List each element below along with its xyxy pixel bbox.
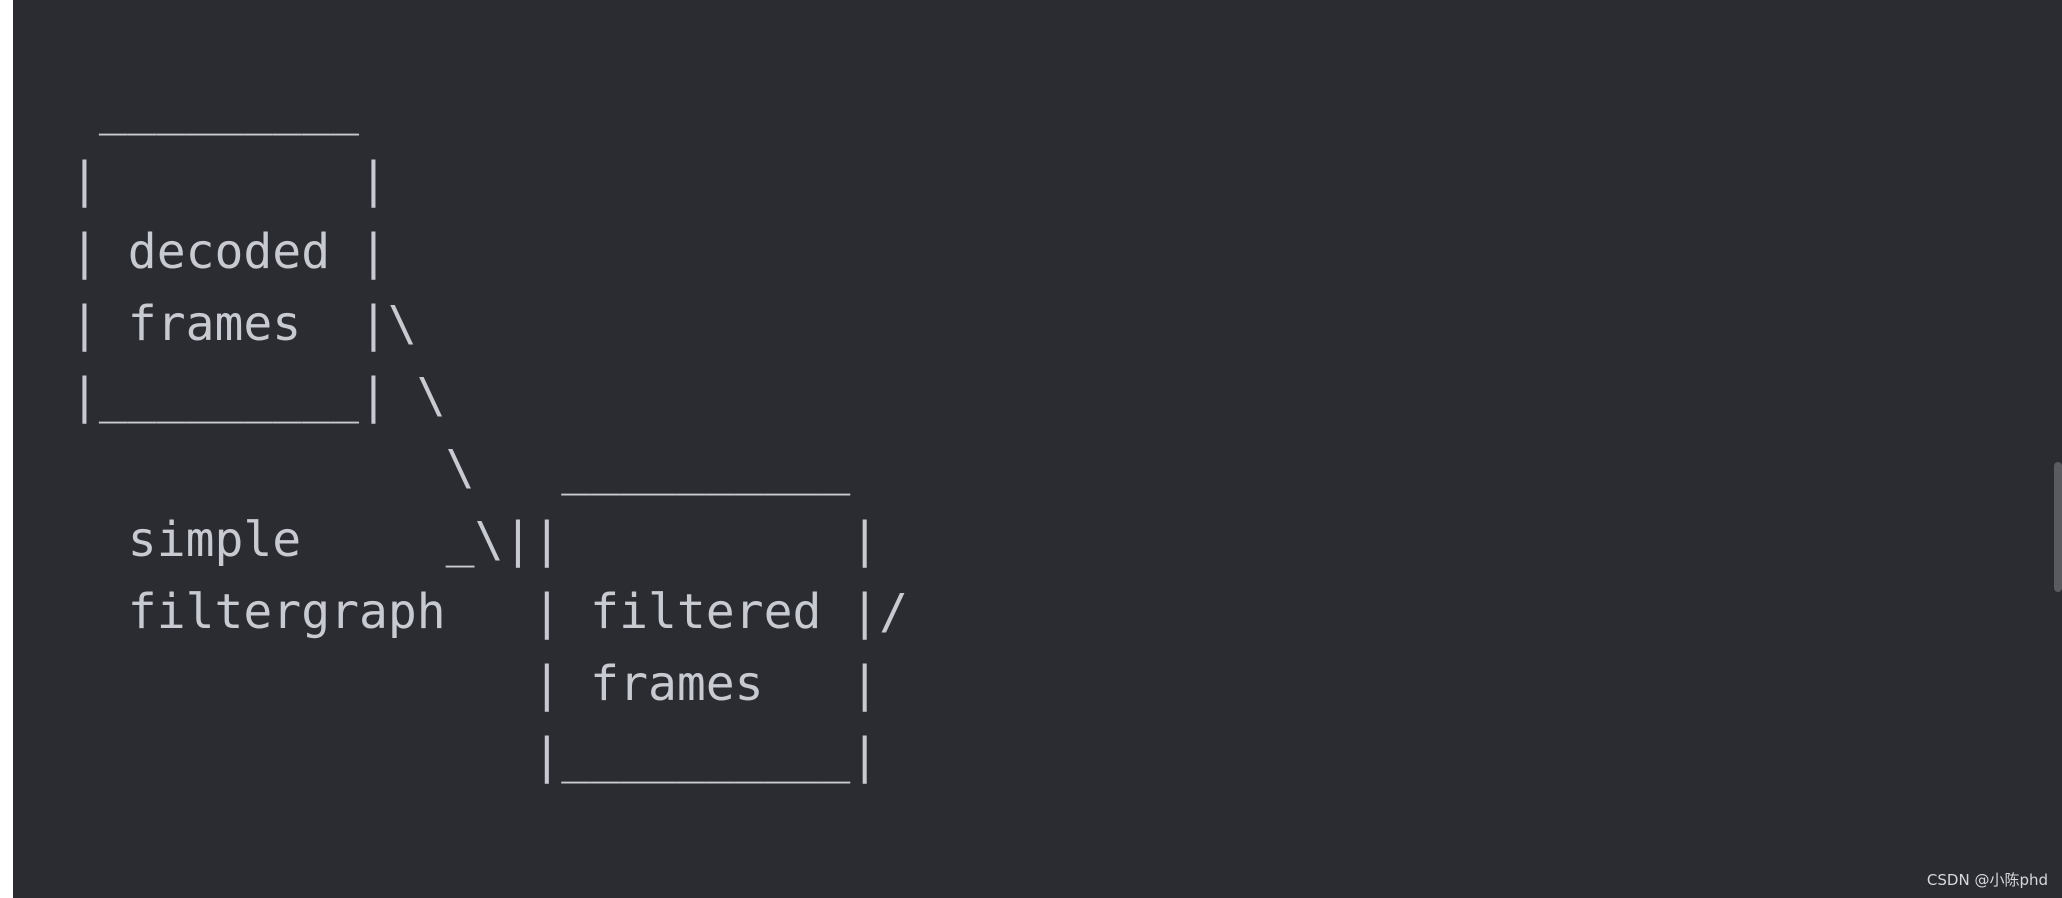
diagram-line: | | [70,152,388,208]
diagram-line: | decoded | [70,224,388,280]
diagram-line: simple _\|| | [70,512,880,568]
diagram-line: | frames | [70,656,880,712]
scrollbar-thumb[interactable] [2054,462,2062,592]
diagram-line: |__________| [70,728,880,784]
diagram-line: |_________| \ [70,368,446,424]
csdn-watermark: CSDN @小陈phd [1926,871,2048,889]
diagram-line: \ __________ [70,440,851,496]
ascii-flow-diagram: _________ | | | decoded | | frames |\ |_… [70,72,908,792]
diagram-line: _________ [70,80,359,136]
diagram-line: filtergraph | filtered |/ [70,584,909,640]
vertical-scrollbar[interactable] [2052,0,2062,898]
diagram-line: | frames |\ [70,296,417,352]
code-block: _________ | | | decoded | | frames |\ |_… [13,0,2062,898]
